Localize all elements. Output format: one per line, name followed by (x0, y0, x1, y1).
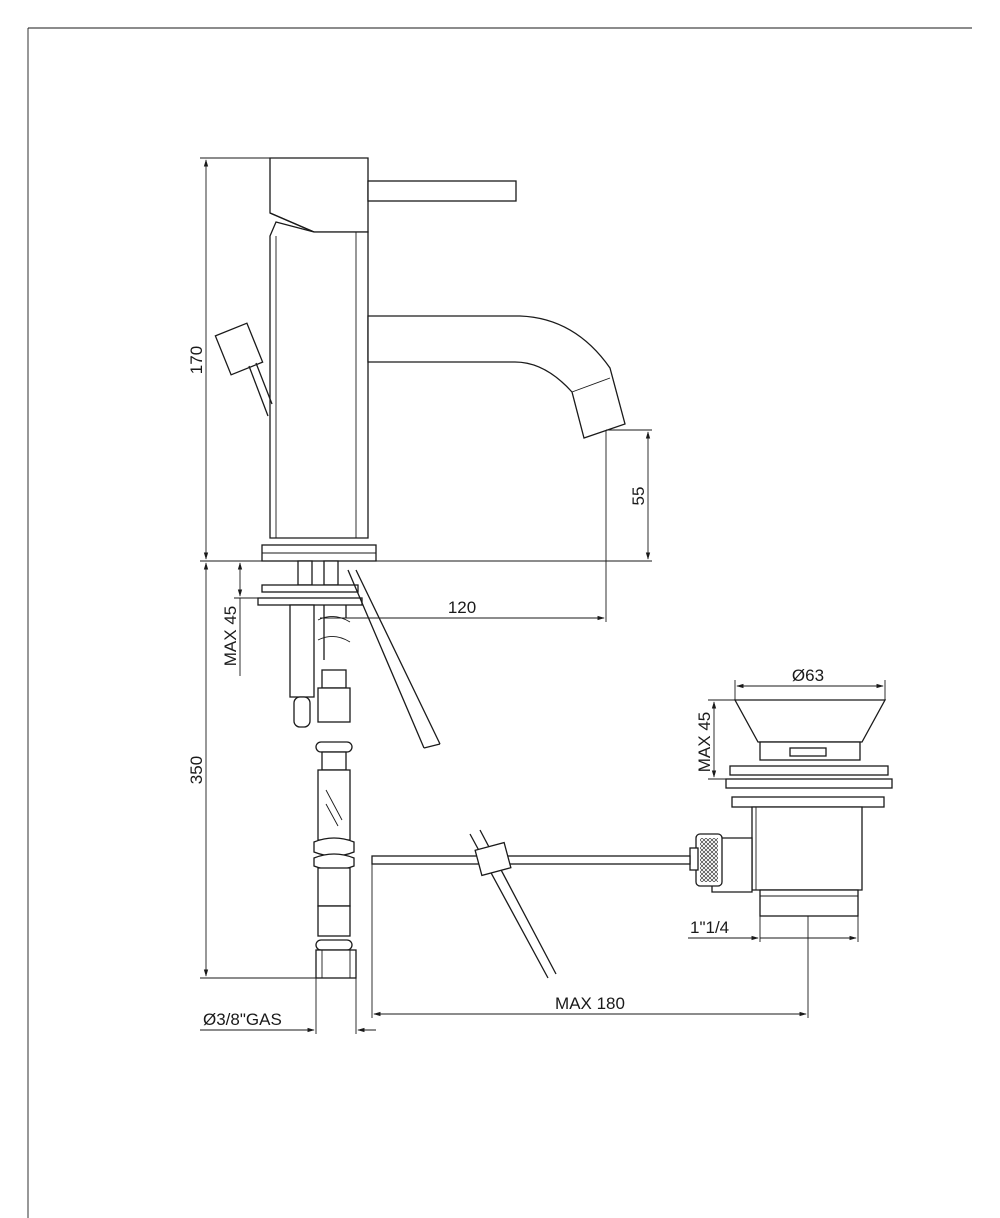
dimension-label-max180: MAX 180 (555, 994, 625, 1013)
flexible-hose (313, 669, 357, 979)
dimension-rod-length: MAX 180 (371, 864, 809, 1018)
dimension-label-170: 170 (187, 346, 206, 374)
dimension-spout-reach: 120 (320, 430, 607, 622)
page-frame (27, 27, 972, 1218)
dimension-deck-thickness-left: MAX 45 (221, 560, 262, 676)
faucet-body (269, 221, 369, 539)
dimension-label-d63: Ø63 (792, 666, 824, 685)
dimension-label-thread: 1"1/4 (690, 918, 729, 937)
dimension-waste-thread: 1"1/4 (688, 916, 859, 942)
mounting-fixings (257, 560, 363, 728)
dimension-hose-length: 350 (187, 562, 316, 979)
dimension-deck-thickness-right: MAX 45 (695, 699, 735, 780)
pop-up-lift-rod-knob (214, 322, 273, 417)
dimension-label-120: 120 (448, 598, 476, 617)
dimension-label-55: 55 (629, 487, 648, 506)
dimension-waste-diameter: Ø63 (734, 666, 886, 700)
dimension-label-hose-gas: Ø3/8"GAS (203, 1010, 282, 1029)
dimension-label-350: 350 (187, 756, 206, 784)
dimension-hose-connection: Ø3/8"GAS (200, 978, 376, 1034)
dimension-height-total: 170 (187, 157, 270, 562)
dimension-spout-clearance: 55 (376, 429, 652, 562)
faucet-spout (367, 315, 626, 439)
pop-up-waste-plug (689, 699, 893, 917)
faucet-lever-handle (269, 157, 517, 233)
faucet-base-ring (261, 537, 377, 562)
waste-connecting-rod (371, 829, 691, 979)
pop-up-lift-rod (347, 569, 441, 749)
dimension-label-max45-left: MAX 45 (221, 606, 240, 666)
dimension-label-max45-right: MAX 45 (695, 712, 714, 772)
